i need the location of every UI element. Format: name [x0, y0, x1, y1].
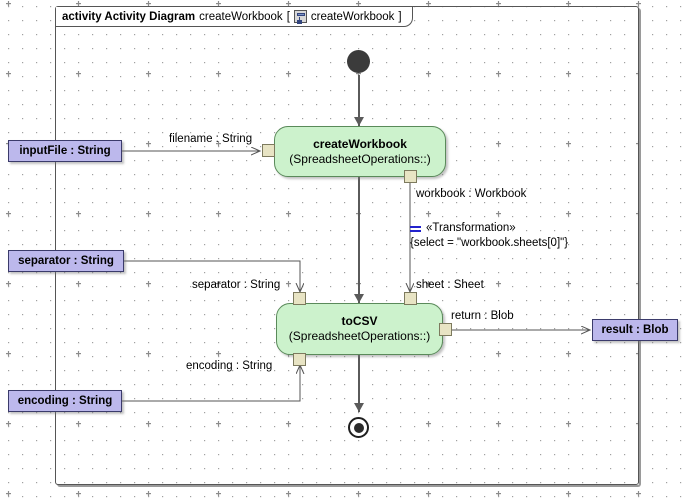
param-separator[interactable]: separator : String [8, 250, 124, 272]
param-encoding[interactable]: encoding : String [8, 390, 122, 412]
action-title: toCSV [341, 314, 378, 328]
param-input-file[interactable]: inputFile : String [8, 140, 122, 162]
pin-filename[interactable] [262, 144, 275, 157]
edge-label-workbook: workbook : Workbook [416, 188, 527, 200]
param-result[interactable]: result : Blob [592, 319, 678, 341]
pin-separator[interactable] [293, 292, 306, 305]
edge-label-sheet: sheet : Sheet [416, 279, 484, 291]
action-subtitle: (SpreadsheetOperations::) [288, 329, 431, 343]
edge-label-separator: separator : String [192, 279, 281, 291]
edge-label-filename: filename : String [169, 133, 253, 145]
frame-ref-name: createWorkbook [310, 10, 395, 23]
frame-bracket-open: [ [286, 10, 290, 23]
frame-name: createWorkbook [199, 10, 283, 23]
transformation-stereotype: «Transformation» [426, 222, 516, 234]
action-create-workbook[interactable]: createWorkbook (SpreadsheetOperations::) [274, 126, 446, 177]
transformation-icon [410, 223, 421, 234]
action-title: createWorkbook [313, 136, 407, 151]
pin-sheet[interactable] [404, 292, 417, 305]
pin-encoding[interactable] [293, 353, 306, 366]
action-to-csv[interactable]: toCSV (SpreadsheetOperations::) [276, 303, 443, 355]
activity-frame [55, 6, 639, 485]
initial-node[interactable] [347, 50, 370, 73]
pin-workbook[interactable] [404, 170, 417, 183]
action-subtitle: (SpreadsheetOperations::) [289, 151, 431, 166]
activity-final-node[interactable] [348, 417, 369, 438]
transformation-constraint: {select = "workbook.sheets[0]"} [410, 237, 569, 249]
frame-bracket-close: ] [398, 10, 402, 23]
frame-shadow [57, 8, 641, 487]
edge-label-encoding: encoding : String [186, 360, 273, 372]
frame-keyword: activity Activity Diagram [62, 10, 196, 23]
transformation-annotation[interactable]: «Transformation» {select = "workbook.she… [410, 222, 568, 251]
activity-diagram-icon [293, 10, 307, 23]
frame-header: activity Activity Diagram createWorkbook… [56, 7, 413, 27]
pin-return[interactable] [439, 323, 452, 336]
edge-label-return: return : Blob [451, 310, 514, 322]
